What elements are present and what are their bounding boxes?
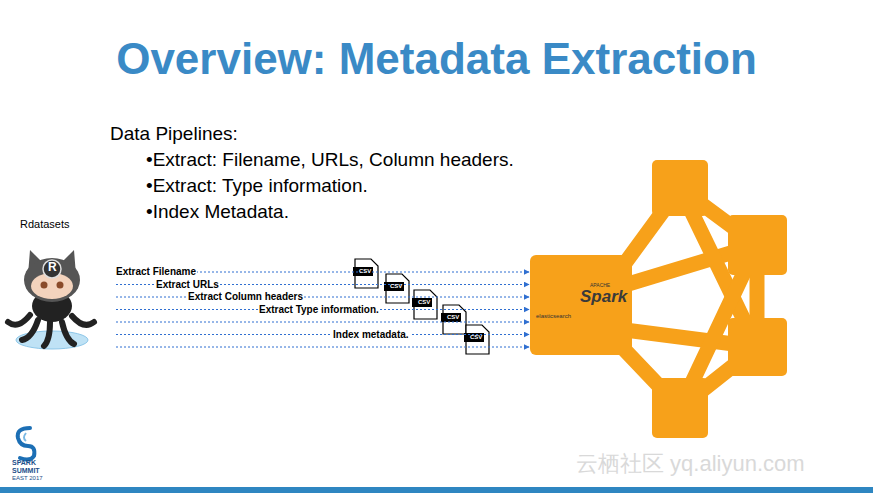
file-tag xyxy=(412,298,432,307)
bullet-item: •Index Metadata. xyxy=(146,202,289,223)
elasticsearch-text: elasticsearch xyxy=(536,313,571,319)
spark-summit-logo xyxy=(18,428,35,460)
dotted-arrow xyxy=(116,347,529,348)
octocat xyxy=(8,250,94,349)
bullet-item: •Extract: Filename, URLs, Column headers… xyxy=(146,150,514,171)
file-type: CSV xyxy=(390,283,402,290)
source-heading: Rdatasets xyxy=(20,218,70,230)
section-heading: Data Pipelines: xyxy=(110,124,238,145)
bottom-bar xyxy=(0,487,873,493)
r-logo-letter: R xyxy=(48,261,57,274)
edge-label: Extract Type information. xyxy=(258,304,380,315)
logo-text: SUMMIT xyxy=(12,467,40,475)
spark-text: Spark xyxy=(580,287,627,307)
logo-text: SPARK xyxy=(12,459,36,467)
dotted-arrow xyxy=(116,322,529,323)
file-tag xyxy=(441,313,461,322)
file-type: CSV xyxy=(359,268,371,275)
edge-label: Extract Filename xyxy=(115,266,197,277)
file-type: CSV xyxy=(418,299,430,306)
cluster-box: elasticsearchAPACHESpark xyxy=(530,255,632,355)
edge-label: Extract URLs xyxy=(155,279,220,290)
dotted-arrow xyxy=(116,297,529,298)
cluster-nodes xyxy=(652,160,787,438)
file-tag xyxy=(384,282,404,291)
edge-label: Index metadata. xyxy=(332,329,410,340)
file-tag xyxy=(464,333,484,342)
slide-title: Overview: Metadata Extraction xyxy=(0,34,873,84)
watermark: 云栖社区 yq.aliyun.com xyxy=(576,452,805,476)
logo-text: EAST 2017 xyxy=(12,475,43,482)
file-type: CSV xyxy=(447,314,459,321)
file-type: CSV xyxy=(470,334,482,341)
dotted-arrow xyxy=(116,334,529,335)
rdatasets-source: Rdatasets xyxy=(2,212,114,360)
edge-label: Extract Column headers xyxy=(187,291,304,302)
bullet-item: •Extract: Type information. xyxy=(146,176,368,197)
